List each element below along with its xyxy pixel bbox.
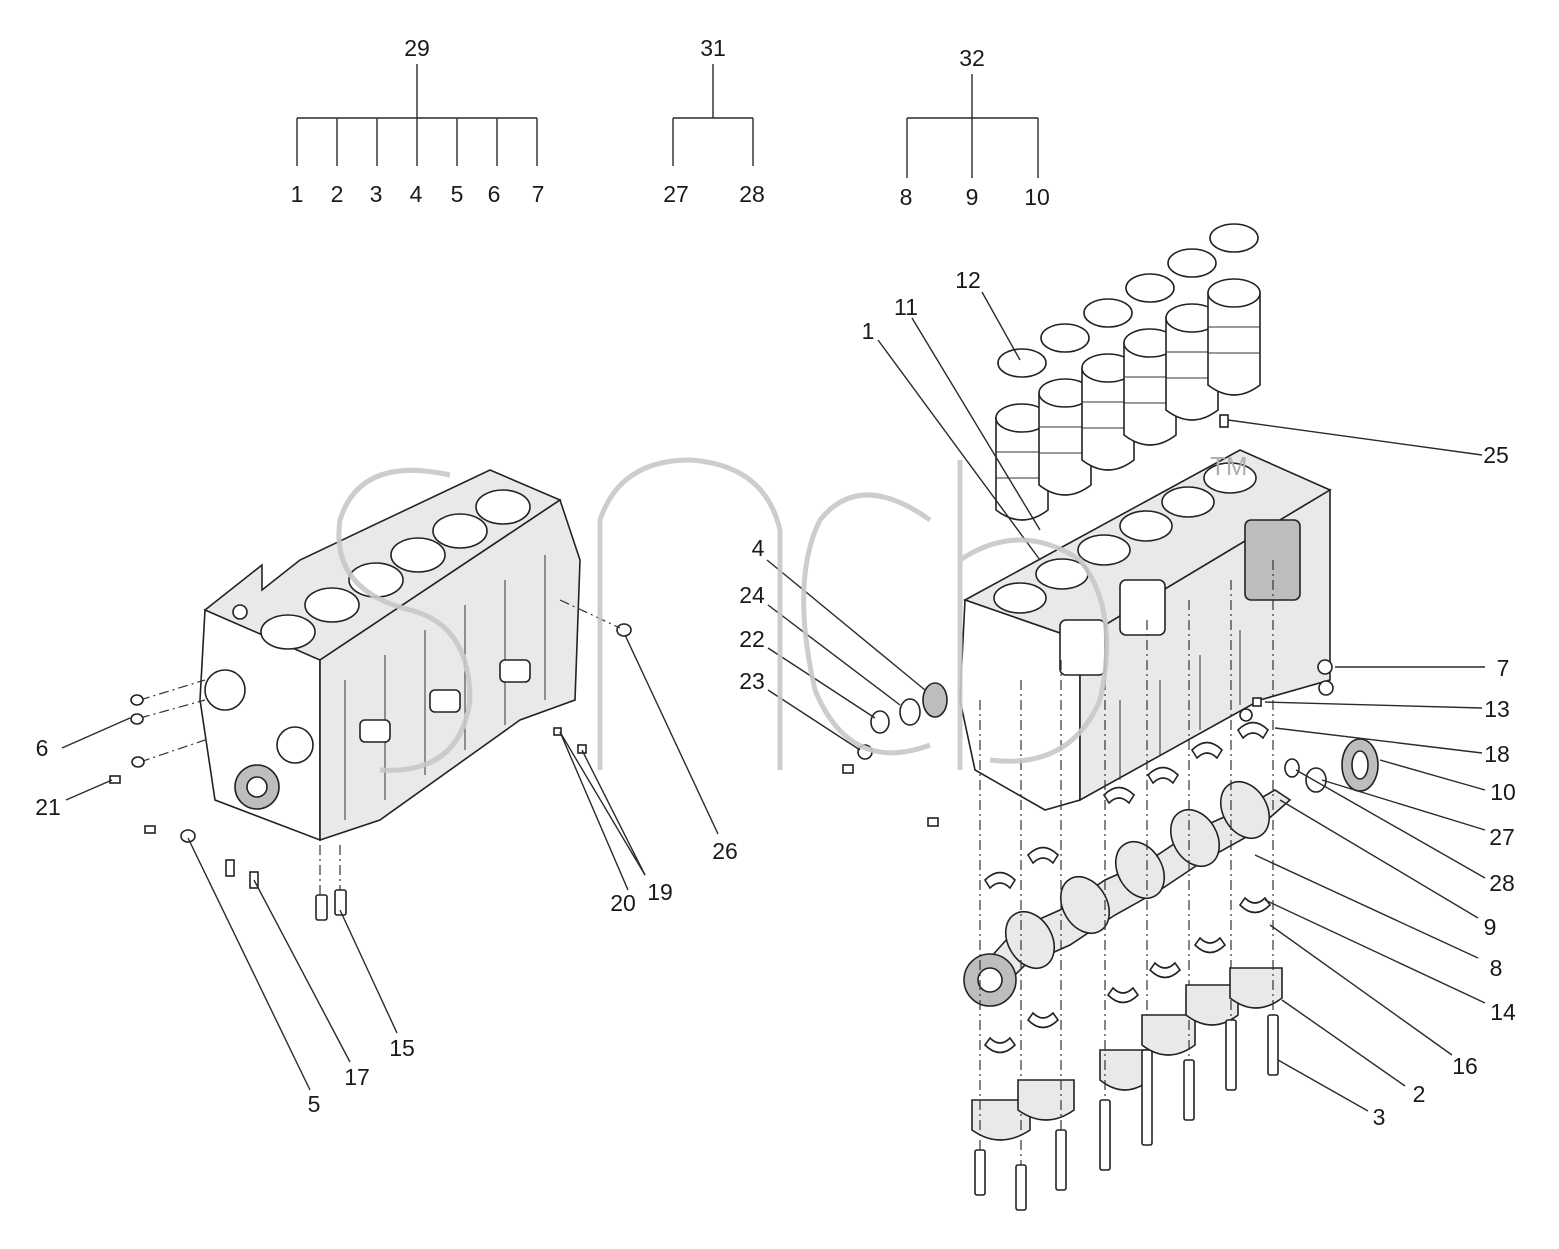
group-label-31: 31	[700, 35, 726, 61]
group-32-member-8: 8	[900, 184, 913, 210]
callout-13: 13	[1484, 696, 1510, 722]
group-tree-31: 31 27 28	[663, 35, 765, 207]
group-32-member-10: 10	[1024, 184, 1050, 210]
callout-26: 26	[712, 838, 738, 864]
callouts-right: 12 11 1 4 24 22 23 25 7 13 18 10 27 28 9…	[739, 267, 1516, 1130]
bearing-column-2	[1017, 660, 1075, 1191]
bearing-column-3	[1099, 620, 1153, 1171]
callout-5: 5	[308, 1091, 321, 1117]
group-label-32: 32	[959, 45, 985, 71]
callout-7: 7	[1497, 655, 1510, 681]
callout-27: 27	[1489, 824, 1515, 850]
group-29-member-7: 7	[532, 181, 545, 207]
bearing-column-6	[1229, 560, 1283, 1076]
callout-11: 11	[894, 294, 918, 320]
callout-10: 10	[1490, 779, 1516, 805]
group-31-member-28: 28	[739, 181, 765, 207]
callout-28: 28	[1489, 870, 1515, 896]
callout-6: 6	[36, 735, 49, 761]
callout-21: 21	[35, 794, 61, 820]
group-29-member-5: 5	[451, 181, 464, 207]
group-29-member-4: 4	[410, 181, 423, 207]
group-29-member-3: 3	[370, 181, 383, 207]
callout-14: 14	[1490, 999, 1516, 1025]
callout-3: 3	[1373, 1104, 1386, 1130]
callout-25: 25	[1483, 442, 1509, 468]
callouts-left: 6 21 5 17 15 20 19 26	[35, 735, 738, 1117]
bearing-column-1	[971, 680, 1031, 1211]
callout-19: 19	[647, 879, 673, 905]
crankshaft-assembly	[963, 414, 1379, 1211]
watermark-logo: TM	[336, 451, 1248, 773]
callout-23: 23	[739, 668, 765, 694]
callout-15: 15	[389, 1035, 415, 1061]
callout-16: 16	[1452, 1053, 1478, 1079]
group-tree-32: 32 8 9 10	[900, 45, 1050, 210]
callout-8: 8	[1490, 955, 1503, 981]
cylinder-liners	[995, 223, 1261, 521]
callout-20: 20	[610, 890, 636, 916]
callout-9: 9	[1484, 914, 1497, 940]
group-31-member-27: 27	[663, 181, 689, 207]
left-loose-parts	[109, 599, 632, 921]
callout-1: 1	[862, 318, 875, 344]
callout-18: 18	[1484, 741, 1510, 767]
group-tree-29: 29 1 2 3 4 5 6 7	[291, 35, 545, 207]
callout-12: 12	[955, 267, 981, 293]
group-29-member-6: 6	[488, 181, 501, 207]
callout-2: 2	[1413, 1081, 1426, 1107]
watermark-trademark: TM	[1210, 451, 1248, 481]
group-29-member-2: 2	[331, 181, 344, 207]
group-29-member-1: 1	[291, 181, 304, 207]
callout-4: 4	[752, 535, 765, 561]
callout-22: 22	[739, 626, 765, 652]
bearing-column-4	[1141, 600, 1196, 1121]
group-32-member-9: 9	[966, 184, 979, 210]
left-engine-block	[199, 469, 581, 842]
group-label-29: 29	[404, 35, 430, 61]
right-engine-block	[842, 449, 1332, 827]
bearing-column-5	[1185, 580, 1239, 1091]
leader-lines	[61, 291, 1486, 1112]
callout-17: 17	[344, 1064, 370, 1090]
callout-24: 24	[739, 582, 765, 608]
